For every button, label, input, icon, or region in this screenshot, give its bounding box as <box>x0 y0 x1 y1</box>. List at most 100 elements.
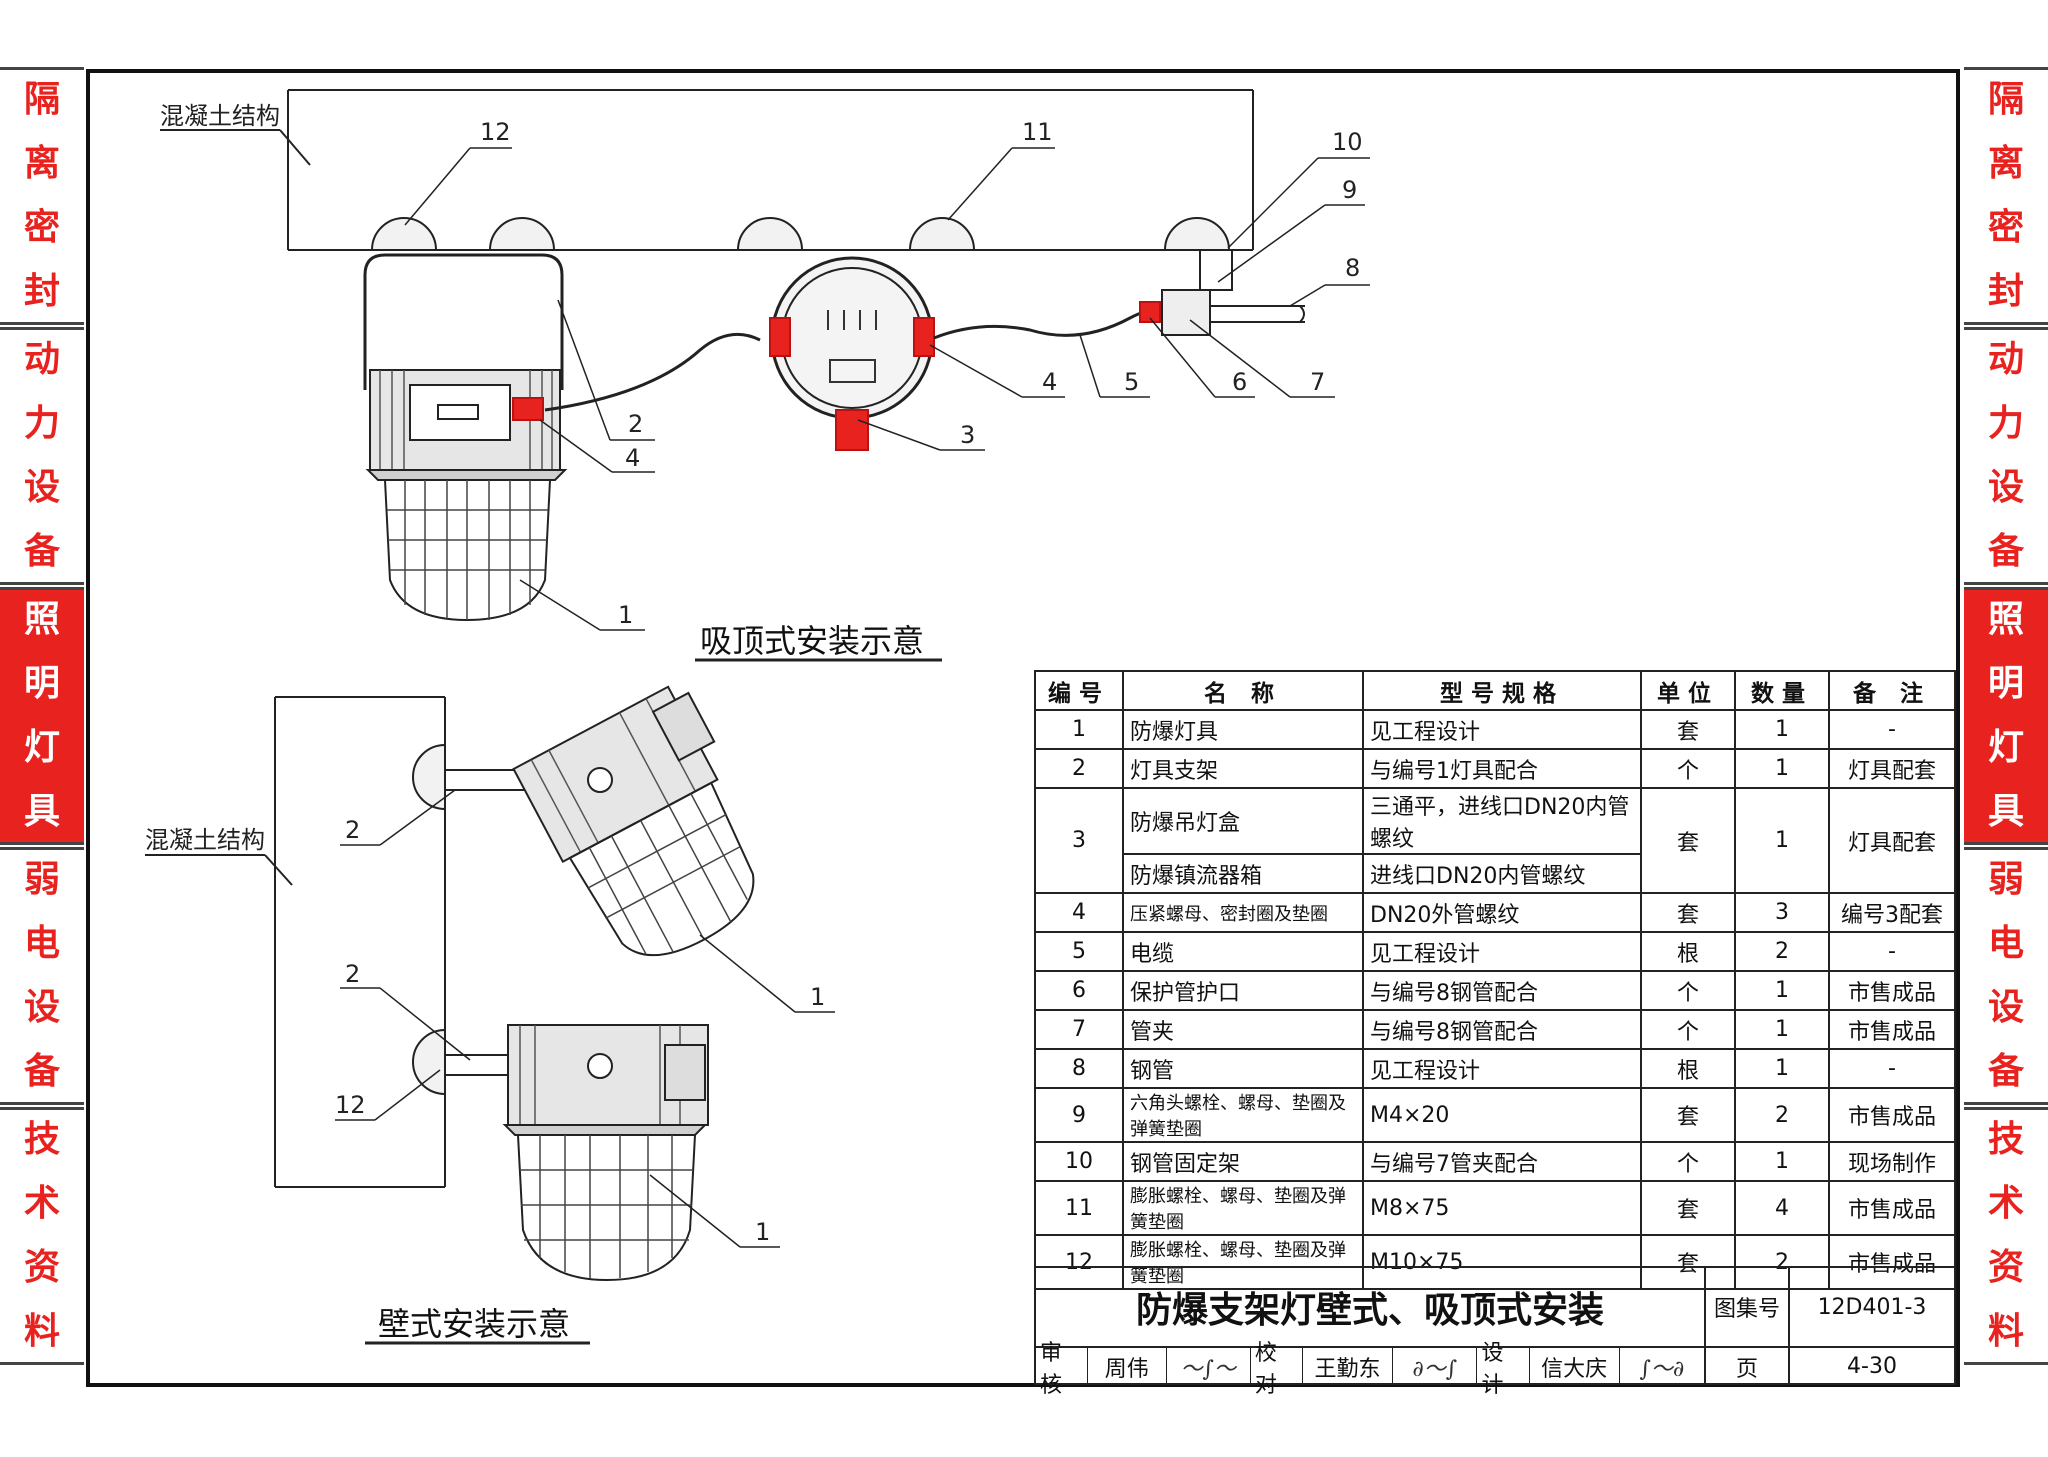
cell-qty: 3 <box>1734 892 1830 933</box>
cell-spec: DN20外管螺纹 <box>1362 892 1642 933</box>
category-tab[interactable]: 弱电设备 <box>1964 847 2048 1105</box>
cell-no: 5 <box>1034 931 1124 972</box>
ceiling-callout: 3 <box>960 421 975 449</box>
cell-spec: 与编号8钢管配合 <box>1362 1009 1642 1050</box>
right-category-tabs: 隔离密封动力设备照明灯具弱电设备技术资料 <box>1964 67 2048 1367</box>
wall-callout: 1 <box>810 983 825 1011</box>
category-tab-char: 明 <box>23 663 60 704</box>
cell-spec: 进线口DN20内管螺纹 <box>1362 853 1642 894</box>
designer-name: 信大庆 <box>1530 1348 1620 1385</box>
category-tab-char: 设 <box>23 987 60 1028</box>
cell-name: 防爆灯具 <box>1122 709 1364 750</box>
ceiling-callout: 11 <box>1022 118 1053 146</box>
category-tab[interactable]: 照明灯具 <box>1964 587 2048 845</box>
category-tab[interactable]: 弱电设备 <box>0 847 84 1105</box>
page-number: 4-30 <box>1847 1354 1897 1379</box>
header-qty: 数量 <box>1734 670 1830 711</box>
cell-qty: 4 <box>1734 1180 1830 1236</box>
cell-spec: 与编号7管夹配合 <box>1362 1141 1642 1182</box>
ceiling-callout: 2 <box>628 410 643 438</box>
category-tab-char: 隔 <box>1987 79 2024 120</box>
cell-qty: 1 <box>1734 1009 1830 1050</box>
cell-unit: 套 <box>1640 892 1736 933</box>
cell-name: 钢管 <box>1122 1048 1364 1089</box>
cell-unit: 套 <box>1640 1180 1736 1236</box>
category-tab[interactable]: 照明灯具 <box>0 587 84 845</box>
wall-callout: 2 <box>345 816 360 844</box>
category-tab[interactable]: 动力设备 <box>0 327 84 585</box>
wall-caption: 壁式安装示意 <box>378 1305 570 1343</box>
category-tab-char: 术 <box>1987 1183 2024 1224</box>
category-tab-char: 力 <box>1987 403 2024 444</box>
ceiling-callout: 12 <box>480 118 511 146</box>
cell-unit: 个 <box>1640 748 1736 789</box>
drawing-sheet <box>86 69 1960 1387</box>
header-name: 名 称 <box>1122 670 1364 711</box>
atlas-label: 图集号 <box>1706 1268 1790 1348</box>
category-tab-char: 弱 <box>1987 859 2024 900</box>
category-tab-char: 术 <box>23 1183 60 1224</box>
ceiling-mount-view <box>160 89 1370 631</box>
category-tab-char: 灯 <box>1987 727 2024 768</box>
cell-unit: 个 <box>1640 1141 1736 1182</box>
cell-unit: 套 <box>1640 709 1736 750</box>
cell-note: 市售成品 <box>1828 970 1956 1011</box>
cell-qty: 2 <box>1734 931 1830 972</box>
anchor-domes <box>370 217 1231 251</box>
header-note: 备 注 <box>1828 670 1956 711</box>
cell-note: 市售成品 <box>1828 1180 1956 1236</box>
cell-note: - <box>1828 1048 1956 1089</box>
design-label: 设计 <box>1477 1341 1530 1398</box>
category-tab[interactable]: 动力设备 <box>1964 327 2048 585</box>
cell-name: 六角头螺栓、螺母、垫圈及弹簧垫圈 <box>1122 1087 1364 1143</box>
cell-unit: 根 <box>1640 1048 1736 1089</box>
category-tab-char: 设 <box>1987 987 2024 1028</box>
cell-unit: 个 <box>1640 970 1736 1011</box>
ceiling-callout: 10 <box>1332 128 1363 156</box>
cell-spec: 见工程设计 <box>1362 931 1642 972</box>
left-category-tabs: 隔离密封动力设备照明灯具弱电设备技术资料 <box>0 67 84 1367</box>
category-tab-char: 料 <box>1987 1311 2024 1352</box>
atlas-number: 12D401-3 <box>1790 1268 1954 1348</box>
category-tab-char: 具 <box>23 791 60 832</box>
cell-qty: 1 <box>1734 1048 1830 1089</box>
category-tab[interactable]: 隔离密封 <box>0 67 84 325</box>
category-tab[interactable]: 技术资料 <box>1964 1107 2048 1365</box>
wall-callout: 2 <box>345 960 360 988</box>
category-tab[interactable]: 隔离密封 <box>1964 67 2048 325</box>
cell-name: 管夹 <box>1122 1009 1364 1050</box>
cell-spec: 见工程设计 <box>1362 1048 1642 1089</box>
cell-name: 膨胀螺栓、螺母、垫圈及弹簧垫圈 <box>1122 1180 1364 1236</box>
parts-table-header: 编号 名 称 型号规格 单位 数量 备 注 <box>1034 670 1956 711</box>
cell-no: 9 <box>1034 1087 1124 1143</box>
cell-spec: 三通平，进线口DN20内管螺纹 <box>1362 787 1642 855</box>
title-block: 防爆支架灯壁式、吸顶式安装 图集号 12D401-3 页 4-30 审核 周伟 … <box>1034 1266 1956 1398</box>
category-tab-char: 资 <box>23 1247 60 1288</box>
cell-spec: M4×20 <box>1362 1087 1642 1143</box>
reviewer-signature: 〜∫〜 <box>1167 1348 1251 1385</box>
cell-no: 10 <box>1034 1141 1124 1182</box>
category-tab-char: 备 <box>23 1051 60 1092</box>
category-tab-char: 技 <box>1987 1119 2024 1160</box>
cell-spec: M10×75 <box>1362 1234 1642 1290</box>
cell-no: 12 <box>1034 1234 1124 1290</box>
cell-unit: 套 <box>1640 787 1736 894</box>
category-tab-char: 具 <box>1987 791 2024 832</box>
ceiling-callout: 9 <box>1342 176 1357 204</box>
lamp-fins <box>379 370 553 470</box>
category-tab[interactable]: 技术资料 <box>0 1107 84 1365</box>
ceiling-callout: 4 <box>1042 368 1057 396</box>
cell-qty: 1 <box>1734 787 1830 894</box>
category-tab-char: 动 <box>23 339 60 380</box>
cell-note: 编号3配套 <box>1828 892 1956 933</box>
cell-spec: 见工程设计 <box>1362 709 1642 750</box>
ceiling-concrete-label: 混凝土结构 <box>160 102 280 130</box>
category-tab-char: 照 <box>1987 599 2024 640</box>
junction-box-terminals <box>827 310 877 383</box>
cell-no: 4 <box>1034 892 1124 933</box>
